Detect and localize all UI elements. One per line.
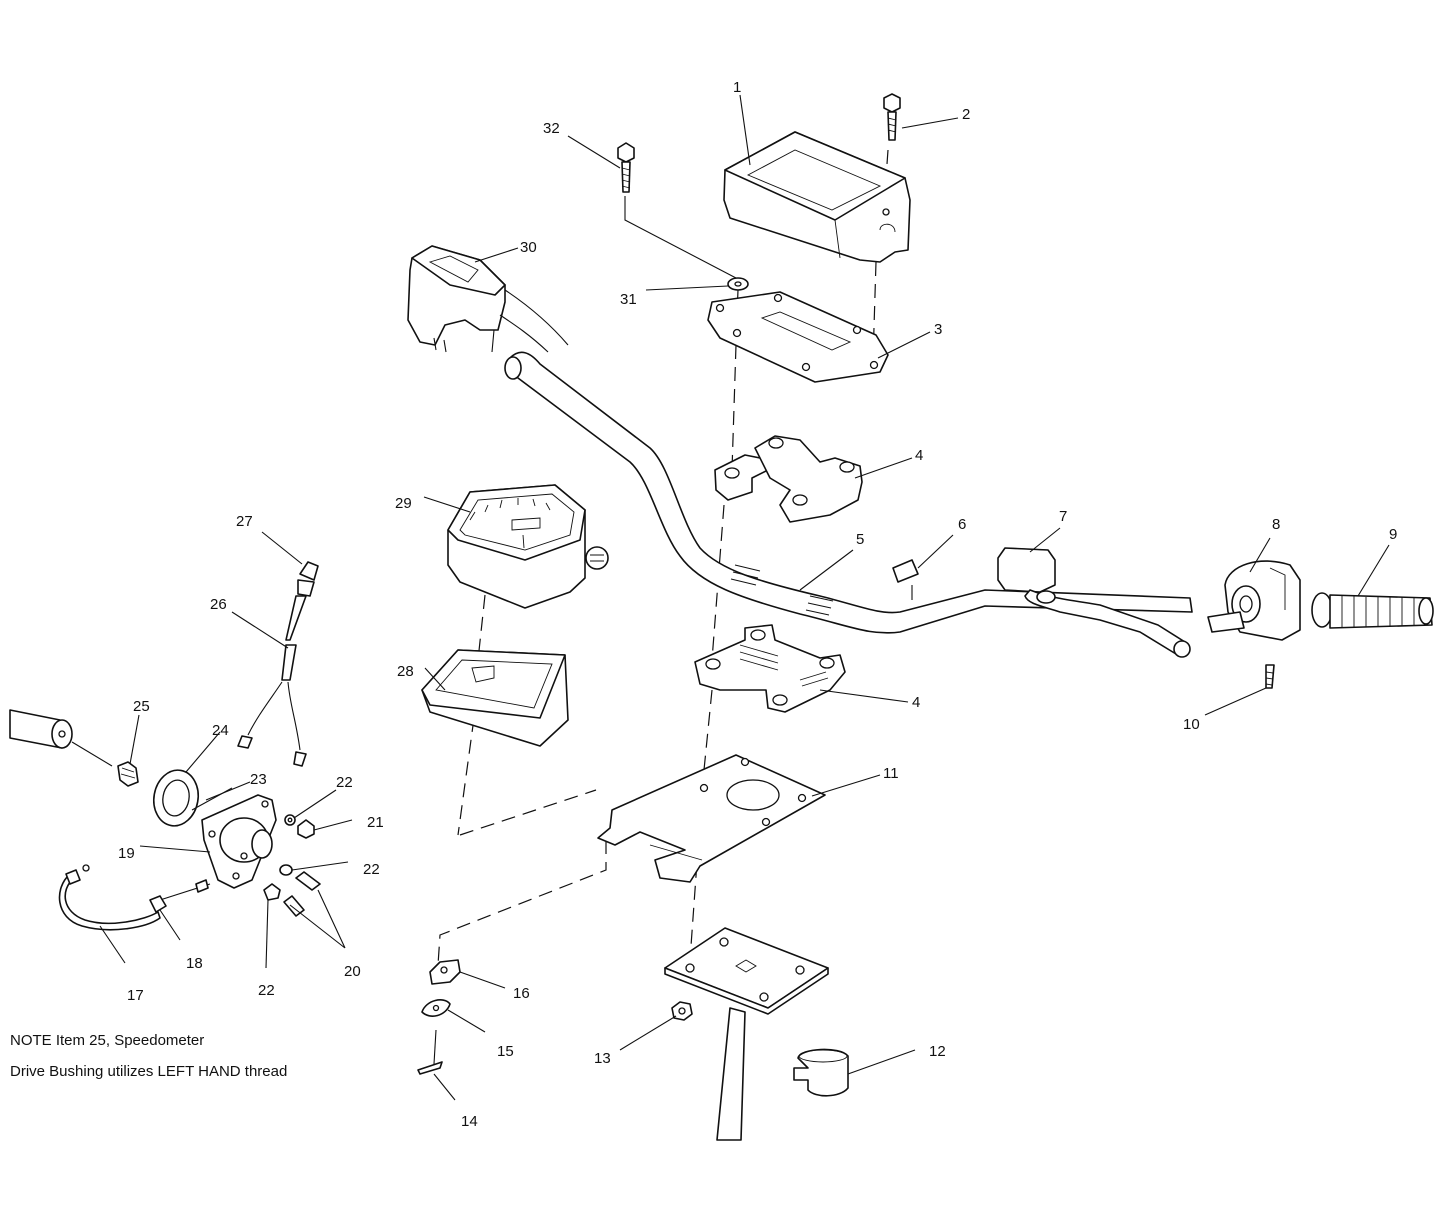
speedometer-cable-17 xyxy=(58,864,161,931)
speedometer-29 xyxy=(447,484,609,609)
block-6 xyxy=(892,559,919,600)
master-cylinder-7 xyxy=(997,547,1191,658)
callout-20: 20 xyxy=(344,963,361,980)
nut-13 xyxy=(671,1001,693,1021)
mount-plate-11 xyxy=(597,754,826,883)
clip-16 xyxy=(429,959,461,985)
callout-23: 23 xyxy=(250,771,267,788)
screw-20-lower xyxy=(283,895,305,917)
throttle-housing-8 xyxy=(1207,560,1301,641)
gear-housing-19 xyxy=(201,794,277,889)
bolt-32 xyxy=(617,142,635,193)
callout-2: 2 xyxy=(962,106,970,123)
note-line-2: Drive Bushing utilizes LEFT HAND thread xyxy=(10,1063,288,1080)
washer-31 xyxy=(727,277,749,291)
callout-18: 18 xyxy=(186,955,203,972)
callout-22-upper: 22 xyxy=(336,774,353,791)
callout-25: 25 xyxy=(133,698,150,715)
callout-26: 26 xyxy=(210,596,227,613)
drive-shaft xyxy=(9,709,113,767)
callout-22-lower: 22 xyxy=(258,982,275,999)
note-line-1: NOTE Item 25, Speedometer xyxy=(10,1032,205,1049)
washer-22-upper xyxy=(284,814,296,826)
upper-clamp-4 xyxy=(714,435,863,523)
callout-4-upper: 4 xyxy=(915,447,923,464)
washer-15 xyxy=(421,999,451,1017)
callout-22-middle: 22 xyxy=(363,861,380,878)
steering-post xyxy=(664,927,829,1141)
nut-21 xyxy=(297,819,315,839)
cable-end-18 xyxy=(149,895,167,913)
callout-1: 1 xyxy=(733,79,741,96)
callout-27: 27 xyxy=(236,513,253,530)
callout-9: 9 xyxy=(1389,526,1397,543)
speedometer-cup-28 xyxy=(421,649,569,747)
callout-4-lower: 4 xyxy=(912,694,920,711)
leader-lines xyxy=(99,94,1390,1101)
callout-7: 7 xyxy=(1059,508,1067,525)
bulb-socket-27 xyxy=(297,561,319,597)
drive-bushing-25 xyxy=(117,761,139,787)
grip-9 xyxy=(1311,592,1434,629)
callout-24: 24 xyxy=(212,722,229,739)
handlebar-5 xyxy=(504,351,1193,634)
callout-8: 8 xyxy=(1272,516,1280,533)
handlebar-cover xyxy=(723,131,911,263)
clamp-12 xyxy=(793,1048,849,1097)
callout-11: 11 xyxy=(883,765,899,782)
callout-32: 32 xyxy=(543,120,560,137)
callout-3: 3 xyxy=(934,321,942,338)
callout-numbers: 1 2 3 4 4 5 6 7 8 9 10 11 12 13 14 15 16… xyxy=(118,79,1397,1130)
gasket-24 xyxy=(152,769,233,827)
pin-14 xyxy=(417,1029,443,1075)
callout-30: 30 xyxy=(520,239,537,256)
callout-31: 31 xyxy=(620,291,637,308)
lower-clamp-4 xyxy=(694,624,846,713)
callout-19: 19 xyxy=(118,845,135,862)
callout-15: 15 xyxy=(497,1043,514,1060)
callout-13: 13 xyxy=(594,1050,611,1067)
shaft-pin xyxy=(159,879,211,901)
callout-28: 28 xyxy=(397,663,414,680)
left-switch-housing-30 xyxy=(407,245,569,353)
washer-22-middle xyxy=(279,864,293,876)
washer-22-lower xyxy=(263,883,281,901)
callout-14: 14 xyxy=(461,1113,478,1130)
screw-20-upper xyxy=(295,871,321,891)
bolt-2 xyxy=(883,93,901,141)
base-plate-3 xyxy=(707,291,889,383)
callout-29: 29 xyxy=(395,495,412,512)
wire-harness-26 xyxy=(237,595,307,767)
callout-10: 10 xyxy=(1183,716,1200,733)
callout-6: 6 xyxy=(958,516,966,533)
screw-10 xyxy=(1265,664,1275,689)
callout-17: 17 xyxy=(127,987,144,1004)
callout-21: 21 xyxy=(367,814,384,831)
callout-16: 16 xyxy=(513,985,530,1002)
callout-5: 5 xyxy=(856,531,864,548)
callout-12: 12 xyxy=(929,1043,946,1060)
